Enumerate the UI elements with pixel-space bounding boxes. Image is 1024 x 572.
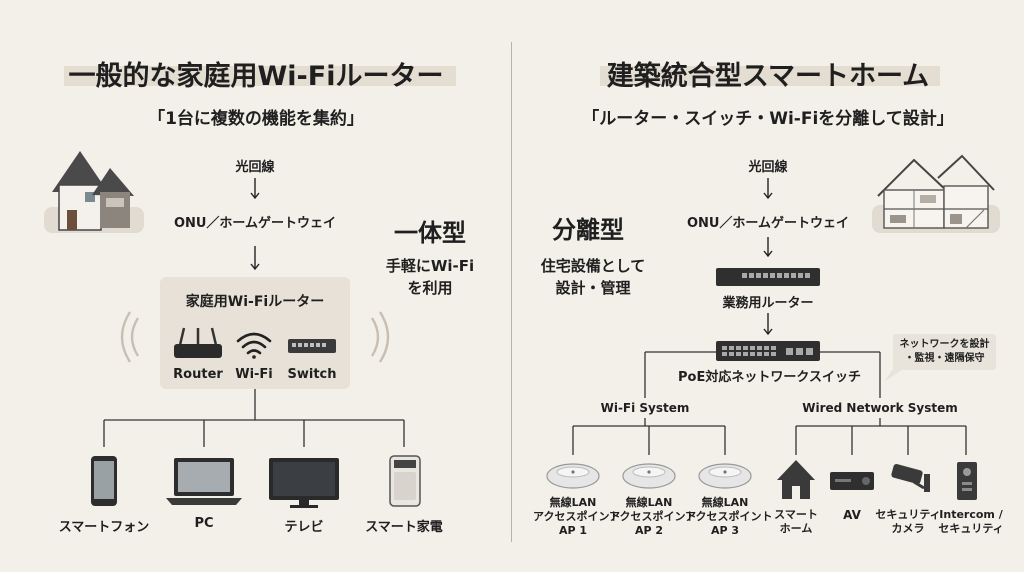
ap-1-line3: AP 1 <box>558 524 588 537</box>
poe-switch-icon <box>716 341 820 361</box>
left-title: 一般的な家庭用Wi-Fiルーター <box>68 61 444 92</box>
business-router-label: 業務用ルーター <box>722 296 814 311</box>
device-label-pc: PC <box>194 516 214 531</box>
laptop-icon <box>166 458 242 505</box>
wired-intercom-line2: セキュリティ <box>938 522 1004 535</box>
left-device-tree <box>103 389 405 447</box>
smart-appliance-icon <box>389 455 421 507</box>
device-label-smartphone: スマートフォン <box>58 520 150 535</box>
ap-1-line2: アクセスポイント <box>533 510 621 523</box>
right-onu-label: ONU／ホームゲートウェイ <box>686 216 850 231</box>
function-label-switch: Switch <box>287 367 337 382</box>
wired-av-line1: AV <box>843 508 861 522</box>
left-subtitle: 「1台に複数の機能を集約」 <box>148 109 364 129</box>
left-type-desc-1: 手軽にWi-Fi <box>385 257 475 275</box>
right-title: 建築統合型スマートホーム <box>606 61 930 92</box>
signal-wave-icon <box>120 311 390 363</box>
house-cutaway-icon <box>872 154 1000 233</box>
left-type-desc-2: を利用 <box>407 279 453 297</box>
system-branch-lines <box>572 351 967 455</box>
network-callout-box <box>893 334 996 370</box>
poe-switch-label: PoE対応ネットワークスイッチ <box>678 370 861 385</box>
wired-camera-line2: カメラ <box>891 522 925 535</box>
av-receiver-icon <box>830 472 874 490</box>
wired-system-label: Wired Network System <box>802 401 958 415</box>
right-type-desc-1: 住宅設備として <box>540 257 646 275</box>
ap-2-line3: AP 2 <box>634 524 664 537</box>
right-source-label: 光回線 <box>748 160 788 175</box>
wifi-icon <box>236 332 272 359</box>
right-title-highlight <box>600 66 940 86</box>
wifi-system-label: Wi-Fi System <box>600 401 690 415</box>
right-arrows <box>763 178 773 336</box>
wired-smart-home-line2: ホーム <box>779 522 813 535</box>
business-router-icon <box>716 268 820 286</box>
wired-smart-home-line1: スマート <box>774 508 818 521</box>
center-divider <box>511 42 512 542</box>
device-label-smart-appliance: スマート家電 <box>365 520 443 535</box>
house-icon <box>44 151 144 233</box>
right-type-desc-2: 設計・管理 <box>555 279 631 297</box>
right-subtitle: 「ルーター・スイッチ・Wi-Fiを分離して設計」 <box>582 109 954 129</box>
ap-1-line1: 無線LAN <box>549 496 597 509</box>
wired-intercom-line1: Intercom / <box>939 508 1003 521</box>
access-point-icon-1 <box>546 463 600 489</box>
security-camera-icon <box>891 464 930 492</box>
ap-2-line2: アクセスポイント <box>609 510 697 523</box>
router-box-title: 家庭用Wi-Fiルーター <box>185 294 325 310</box>
device-label-tv: テレビ <box>284 520 324 535</box>
left-title-highlight <box>64 66 456 86</box>
tv-icon <box>269 458 339 508</box>
function-label-router: Router <box>173 367 223 382</box>
callout-text-1: ネットワークを設計 <box>899 339 990 350</box>
left-onu-label: ONU／ホームゲートウェイ <box>173 216 337 231</box>
access-point-icon-2 <box>622 463 676 489</box>
right-type-title: 分離型 <box>552 216 624 244</box>
access-point-icon-3 <box>698 463 752 489</box>
router-icon <box>174 327 222 358</box>
ap-3-line2: アクセスポイント <box>685 510 773 523</box>
callout-pointer <box>884 366 905 382</box>
smart-home-icon <box>777 460 815 499</box>
left-arrows <box>250 178 260 271</box>
ap-3-line3: AP 3 <box>710 524 740 537</box>
left-source-label: 光回線 <box>235 160 275 175</box>
callout-text-2: ・監視・遠隔保守 <box>904 353 985 364</box>
intercom-icon <box>957 462 977 500</box>
ap-3-line1: 無線LAN <box>701 496 749 509</box>
smartphone-icon <box>91 456 117 506</box>
left-type-title: 一体型 <box>394 219 466 247</box>
function-label-wifi: Wi-Fi <box>235 367 273 382</box>
switch-icon <box>288 339 336 353</box>
ap-2-line1: 無線LAN <box>625 496 673 509</box>
wired-camera-line1: セキュリティ <box>875 508 941 521</box>
